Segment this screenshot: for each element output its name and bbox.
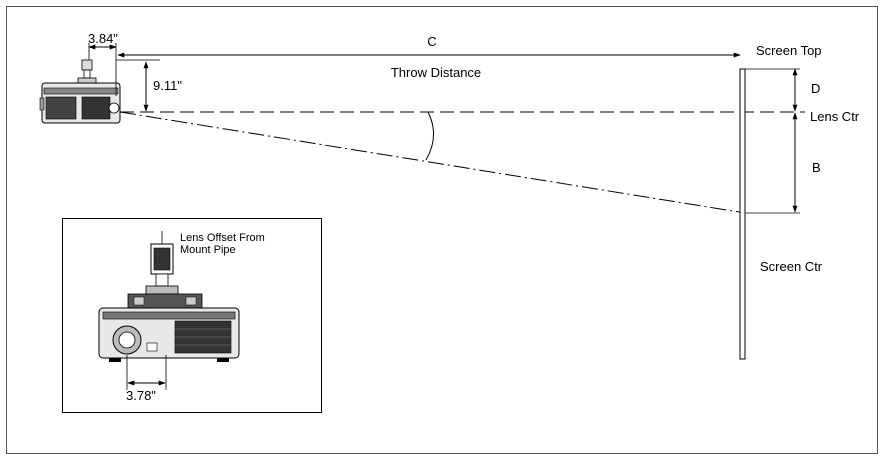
throw-distance-label: Throw Distance (391, 65, 481, 80)
dim-c-label: C (427, 34, 436, 49)
angle-arc (425, 111, 434, 161)
dim-b-label: B (812, 160, 821, 175)
inset-title-line1: Lens Offset From (180, 232, 265, 244)
dim-3-78-label: 3.78" (126, 388, 156, 403)
dim-9-11-label: 9.11" (153, 78, 182, 93)
lens-offset-inset (62, 218, 322, 413)
screen-top-label: Screen Top (756, 43, 822, 58)
projection-screen (739, 68, 746, 360)
screen-ctr-label: Screen Ctr (760, 259, 823, 274)
dim-d-label: D (811, 81, 820, 96)
lens-ctr-label: Lens Ctr (810, 109, 860, 124)
dim-3-84-label: 3.84" (88, 31, 118, 46)
inset-title-line2: Mount Pipe (180, 244, 236, 256)
projection-ray (119, 111, 746, 214)
projector-icon (39, 59, 121, 124)
